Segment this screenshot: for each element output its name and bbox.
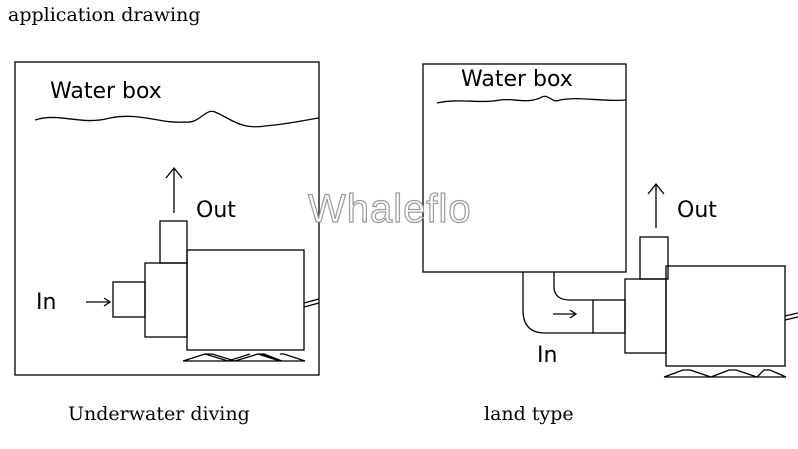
out-label-right: Out <box>677 198 717 223</box>
out-arrow-left <box>165 166 183 213</box>
water-box-right <box>422 63 627 273</box>
water-box-label-left: Water box <box>50 79 162 104</box>
caption-left: Underwater diving <box>68 403 250 425</box>
water-surface-right <box>436 95 627 104</box>
water-box-left <box>14 61 320 376</box>
underwater-diagram: Water box Out In Underwater diving <box>14 61 320 425</box>
water-surface-left <box>34 110 320 128</box>
in-label-left: In <box>36 290 56 315</box>
in-arrow-right <box>553 309 578 319</box>
land-type-diagram: Water box In Out land type <box>422 63 798 425</box>
pump-feet-right <box>663 369 787 378</box>
out-arrow-right <box>647 182 665 228</box>
out-label-left: Out <box>196 198 236 223</box>
in-label-right: In <box>537 343 557 368</box>
drawing-title: application drawing <box>8 4 201 26</box>
inlet-pipe <box>522 272 593 334</box>
in-arrow-left <box>86 297 112 307</box>
water-box-label-right: Water box <box>461 67 573 92</box>
pump-right <box>592 236 798 378</box>
caption-right: land type <box>484 403 574 425</box>
watermark: Whaleflo <box>308 187 472 231</box>
pump-feet-left <box>182 353 306 362</box>
pump-left <box>112 220 320 362</box>
